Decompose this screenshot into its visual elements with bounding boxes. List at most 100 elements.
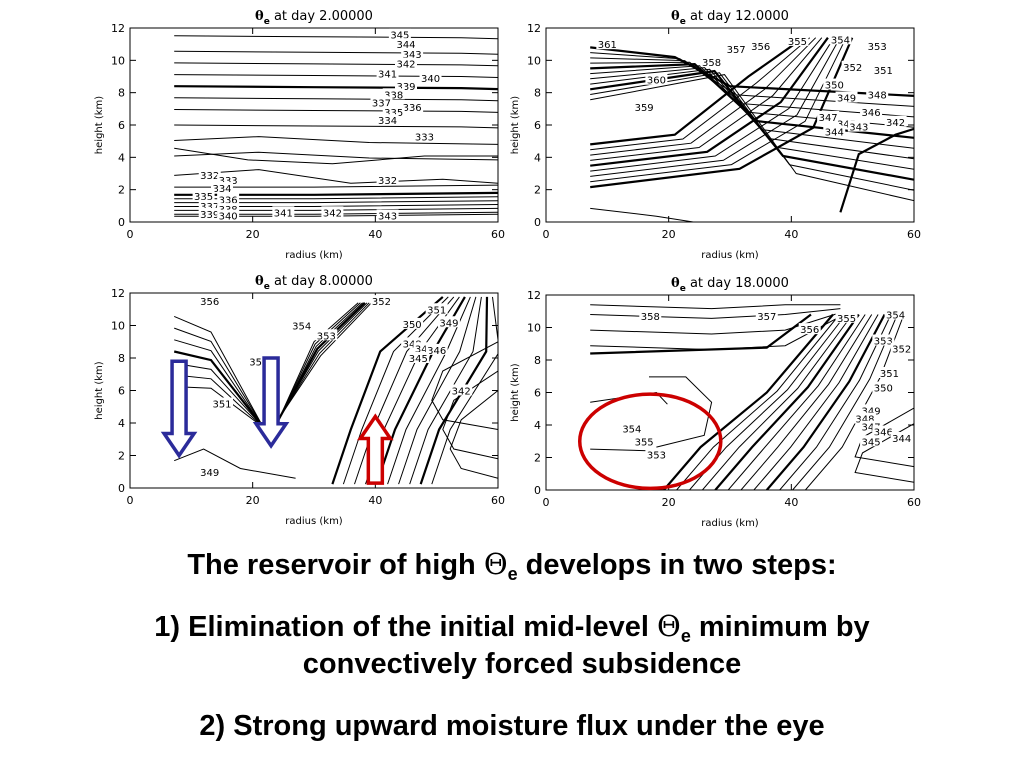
contour-label-bg bbox=[755, 310, 778, 322]
contour-label-bg bbox=[645, 73, 668, 85]
contour-label-bg bbox=[823, 125, 846, 137]
contour-label-bg bbox=[884, 308, 907, 320]
contour-line bbox=[854, 407, 914, 468]
contour-line bbox=[727, 314, 866, 490]
contour-label: 344 bbox=[892, 434, 911, 445]
contour-label: 350 bbox=[874, 384, 893, 395]
contour-label: 348 bbox=[403, 339, 422, 350]
contour-line bbox=[174, 62, 498, 67]
contour-label: 358 bbox=[702, 58, 721, 69]
contour-label-bg bbox=[217, 173, 240, 185]
contour-label: 354 bbox=[292, 322, 311, 333]
contour-label-bg bbox=[198, 199, 221, 211]
x-tick-label: 20 bbox=[662, 496, 676, 509]
contour-label-bg bbox=[860, 420, 883, 432]
contour-line bbox=[676, 314, 840, 490]
contour-line bbox=[354, 296, 455, 485]
x-tick-label: 20 bbox=[246, 494, 260, 507]
y-tick-label: 6 bbox=[534, 119, 541, 132]
arrow-up-annotation bbox=[357, 413, 394, 485]
contour-label: 353 bbox=[647, 450, 666, 461]
caption-line-2-end: minimum by bbox=[690, 611, 870, 643]
contour-line bbox=[449, 390, 498, 479]
contour-line bbox=[590, 308, 841, 319]
title-text: at day 8.00000 bbox=[270, 274, 373, 289]
contour-label-bg bbox=[847, 120, 870, 132]
contour-label-bg bbox=[192, 190, 215, 202]
contour-label: 349 bbox=[200, 468, 219, 479]
x-tick-label: 60 bbox=[907, 228, 921, 241]
contour-label-bg bbox=[395, 38, 417, 50]
contour-label-bg bbox=[749, 39, 772, 51]
contour-label-bg bbox=[860, 404, 883, 416]
y-tick-label: 4 bbox=[534, 151, 541, 164]
contour-line bbox=[174, 35, 498, 40]
contour-label: 342 bbox=[323, 208, 342, 219]
contour-label-bg bbox=[884, 115, 907, 127]
contour-line bbox=[590, 37, 835, 172]
contour-label: 350 bbox=[403, 320, 422, 331]
contour-label-bg bbox=[198, 465, 221, 477]
contour-label-bg bbox=[620, 422, 643, 434]
contour-label: 334 bbox=[378, 116, 397, 127]
contour-label-bg bbox=[860, 106, 883, 118]
contour-label-bg bbox=[829, 33, 852, 45]
theta-symbol: Θ bbox=[657, 609, 681, 643]
contour-label: 359 bbox=[635, 103, 654, 114]
contour-label: 332 bbox=[200, 171, 219, 182]
title-symbol: θ bbox=[671, 276, 680, 291]
contour-line bbox=[174, 151, 498, 161]
contour-label-bg bbox=[388, 28, 411, 40]
contour-label: 347 bbox=[819, 113, 838, 124]
contour-label-bg bbox=[450, 384, 473, 396]
y-tick-label: 2 bbox=[118, 184, 125, 197]
contour-label-bg bbox=[407, 352, 430, 363]
contour-label-bg bbox=[370, 295, 393, 307]
caption-line-1-end: develops in two steps: bbox=[517, 549, 837, 581]
contour-label: 346 bbox=[874, 428, 893, 439]
contour-label: 356 bbox=[751, 42, 770, 53]
contour-label-bg bbox=[217, 203, 240, 215]
contour-label-bg bbox=[872, 334, 895, 346]
y-tick-label: 6 bbox=[118, 119, 125, 132]
caption-line-1: The reservoir of high Θe develops in two… bbox=[0, 547, 1024, 585]
title-text: at day 2.00000 bbox=[270, 9, 373, 24]
theta-subscript: e bbox=[680, 626, 691, 646]
contour-lines bbox=[590, 304, 914, 490]
contour-label-bg bbox=[401, 101, 424, 113]
contour-label-bg bbox=[860, 435, 883, 447]
contour-label-bg bbox=[823, 78, 846, 90]
contour-label-bg bbox=[437, 316, 460, 328]
contour-label: 333 bbox=[219, 176, 238, 187]
y-tick-label: 6 bbox=[118, 385, 125, 398]
caption-line-2-start: 1) Elimination of the initial mid-level bbox=[154, 611, 658, 643]
contour-label-bg bbox=[211, 397, 233, 409]
contour-label-bg bbox=[395, 80, 417, 92]
x-tick-label: 0 bbox=[543, 496, 550, 509]
x-tick-label: 60 bbox=[907, 496, 921, 509]
contour-label: 354 bbox=[622, 424, 641, 435]
contour-label-bg bbox=[425, 343, 448, 355]
contour-label: 357 bbox=[727, 45, 746, 56]
contour-label-bg bbox=[633, 101, 656, 113]
x-tick-label: 60 bbox=[491, 228, 505, 241]
contour-label: 342 bbox=[886, 118, 905, 129]
contour-label-bg bbox=[321, 206, 344, 218]
contour-label: 358 bbox=[641, 312, 660, 323]
y-tick-label: 2 bbox=[534, 184, 541, 197]
x-axis-label: radius (km) bbox=[701, 518, 759, 529]
contour-line bbox=[590, 304, 841, 310]
contour-label: 353 bbox=[868, 42, 887, 53]
contour-label-bg bbox=[315, 329, 338, 341]
contour-line bbox=[174, 448, 296, 479]
x-tick-label: 20 bbox=[246, 228, 260, 241]
contour-label: 346 bbox=[862, 108, 881, 119]
highlight-ellipse-annotation bbox=[577, 392, 723, 491]
x-tick-label: 40 bbox=[784, 496, 798, 509]
title-subscript: e bbox=[264, 282, 270, 292]
contour-label: 355 bbox=[249, 357, 268, 368]
contour-label: 335 bbox=[194, 192, 213, 203]
contour-label-bg bbox=[786, 34, 809, 46]
y-axis-label: height (km) bbox=[94, 96, 105, 154]
contour-label-bg bbox=[217, 193, 240, 205]
